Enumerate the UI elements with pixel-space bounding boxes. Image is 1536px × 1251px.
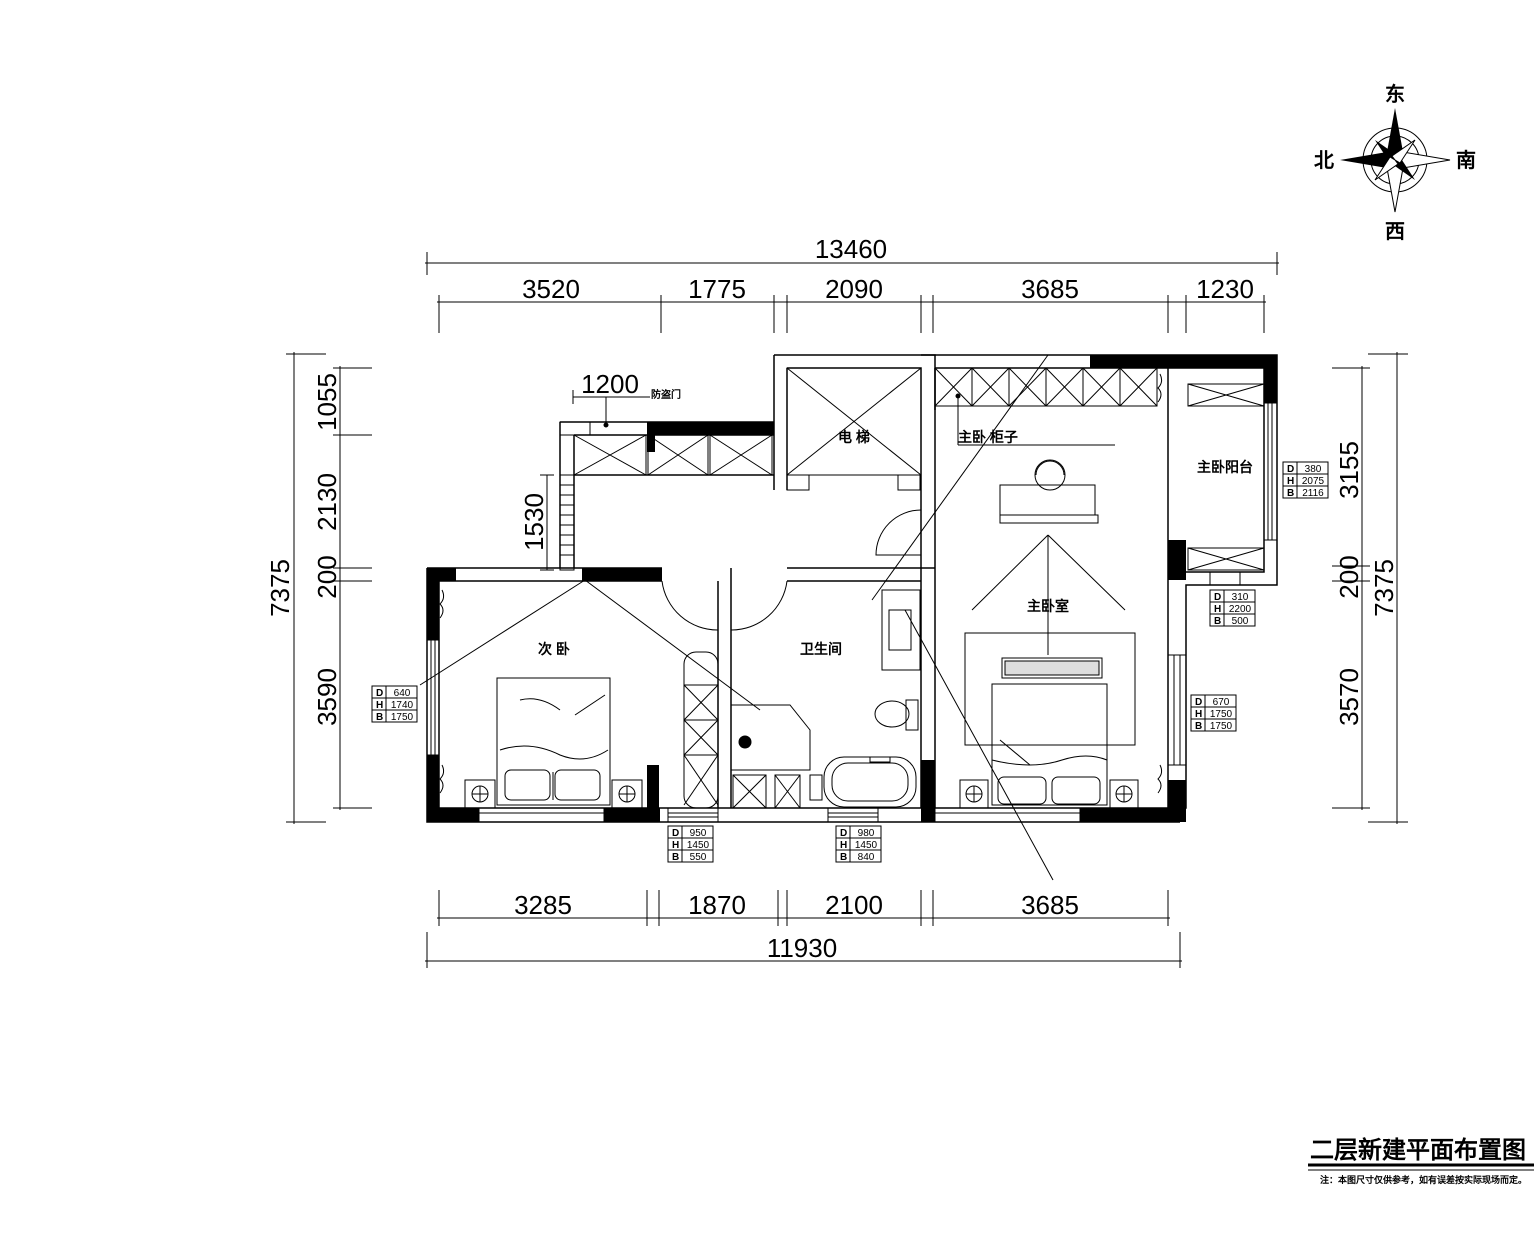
tag-height: 1450	[687, 840, 710, 851]
window-tag: D H B 670 1750 1750	[1190, 694, 1237, 732]
dim-entry-side: 1530	[519, 493, 549, 551]
tag-height: 2200	[1229, 604, 1252, 615]
dim-bottom-seg-4: 3685	[1021, 890, 1079, 920]
dim-right-total: 7375	[1369, 559, 1399, 617]
tag-letter-h: H	[1195, 709, 1202, 720]
dim-top-total: 13460	[815, 234, 887, 264]
tag-letter-d: D	[1195, 697, 1202, 708]
tag-letter-b: B	[1287, 488, 1294, 499]
window-tag: D H B 640 1740 1750	[371, 685, 418, 723]
dim-top-seg-1: 3520	[522, 274, 580, 304]
tag-letter-b: B	[1214, 616, 1221, 627]
label-security-door: 防盗门	[651, 388, 681, 401]
tag-letter-h: H	[1214, 604, 1221, 615]
top-dimensions: 13460 3520 1775 2090 3685 1230	[425, 234, 1279, 333]
tag-letter-b: B	[672, 852, 679, 863]
tag-depth: 640	[394, 688, 411, 699]
tag-width: 550	[690, 852, 707, 863]
tag-depth: 950	[690, 828, 707, 839]
dim-bottom-total: 11930	[767, 933, 837, 963]
tag-letter-d: D	[1214, 592, 1221, 603]
label-elevator: 电 梯	[838, 429, 870, 445]
tag-letter-d: D	[672, 828, 679, 839]
bottom-dimensions: 3285 1870 2100 3685 11930	[425, 890, 1182, 968]
dim-left-seg-4: 3590	[312, 668, 342, 726]
right-dimensions: 3155 200 3570 7375	[1332, 352, 1408, 824]
dim-left-seg-1: 1055	[312, 373, 342, 431]
leader-lines	[419, 354, 1126, 881]
tag-height: 2075	[1302, 476, 1325, 487]
tag-depth: 980	[858, 828, 875, 839]
tag-letter-d: D	[376, 688, 383, 699]
tag-letter-h: H	[1287, 476, 1294, 487]
tag-depth: 380	[1305, 464, 1322, 475]
doors-and-windows	[426, 373, 1278, 823]
tag-height: 1450	[855, 840, 878, 851]
tag-letter-b: B	[840, 852, 847, 863]
compass-east-label: 东	[1385, 82, 1405, 106]
left-dimensions: 7375 1055 2130 200 3590	[265, 352, 372, 824]
label-master-wardrobe: 主卧 柜子	[958, 429, 1018, 445]
dim-right-seg-2: 200	[1334, 555, 1364, 598]
furniture	[464, 459, 1139, 809]
tag-width: 1750	[1210, 721, 1233, 732]
dim-top-seg-5: 1230	[1196, 274, 1254, 304]
drawing-note: 注：本图尺寸仅供参考，如有误差按实际现场而定。	[1320, 1174, 1527, 1185]
tag-letter-h: H	[840, 840, 847, 851]
tag-depth: 670	[1213, 697, 1230, 708]
dim-top-seg-2: 1775	[688, 274, 746, 304]
cabinets	[573, 367, 1265, 809]
tag-letter-b: B	[376, 712, 383, 723]
tag-height: 1740	[391, 700, 414, 711]
label-master-bedroom: 主卧室	[1027, 598, 1069, 614]
compass-rose: 东 西 南 北	[1314, 82, 1476, 243]
window-tag: D H B 950 1450 550	[667, 825, 714, 863]
compass-south-label: 南	[1456, 149, 1476, 172]
room-labels: 电 梯 主卧 柜子 主卧阳台 主卧室 次 卧 卫生间 防盗门 1200 1530	[519, 369, 1253, 657]
window-tag: D H B 310 2200 500	[1209, 589, 1256, 627]
window-tag: D H B 380 2075 2116	[1282, 461, 1329, 499]
compass-west-label: 西	[1385, 221, 1405, 243]
tag-letter-b: B	[1195, 721, 1202, 732]
dim-right-seg-3: 3570	[1334, 668, 1364, 726]
label-second-bedroom: 次 卧	[538, 641, 570, 657]
dim-bottom-seg-2: 1870	[688, 890, 746, 920]
dim-bottom-seg-1: 3285	[514, 890, 572, 920]
label-bathroom: 卫生间	[800, 641, 842, 657]
dim-entry-width: 1200	[581, 369, 639, 399]
title-block: 二层新建平面布置图 注：本图尺寸仅供参考，如有误差按实际现场而定。	[1308, 1136, 1534, 1185]
tag-width: 1750	[391, 712, 414, 723]
dim-right-seg-1: 3155	[1334, 441, 1364, 499]
compass-north-label: 北	[1314, 149, 1334, 172]
tag-height: 1750	[1210, 709, 1233, 720]
dim-top-seg-3: 2090	[825, 274, 883, 304]
window-tag: D H B 980 1450 840	[835, 825, 882, 863]
tag-letter-d: D	[1287, 464, 1294, 475]
dim-top-seg-4: 3685	[1021, 274, 1079, 304]
tag-letter-h: H	[376, 700, 383, 711]
drawing-title: 二层新建平面布置图	[1310, 1136, 1526, 1164]
tag-depth: 310	[1232, 592, 1249, 603]
dim-bottom-seg-3: 2100	[825, 890, 883, 920]
tag-width: 500	[1232, 616, 1249, 627]
dim-left-total: 7375	[265, 559, 295, 617]
tag-width: 2116	[1302, 488, 1324, 499]
tag-width: 840	[858, 852, 875, 863]
tag-letter-h: H	[672, 840, 679, 851]
tag-letter-d: D	[840, 828, 847, 839]
label-master-balcony: 主卧阳台	[1197, 459, 1253, 475]
dim-left-seg-2: 2130	[312, 473, 342, 531]
dim-left-seg-3: 200	[312, 555, 342, 598]
